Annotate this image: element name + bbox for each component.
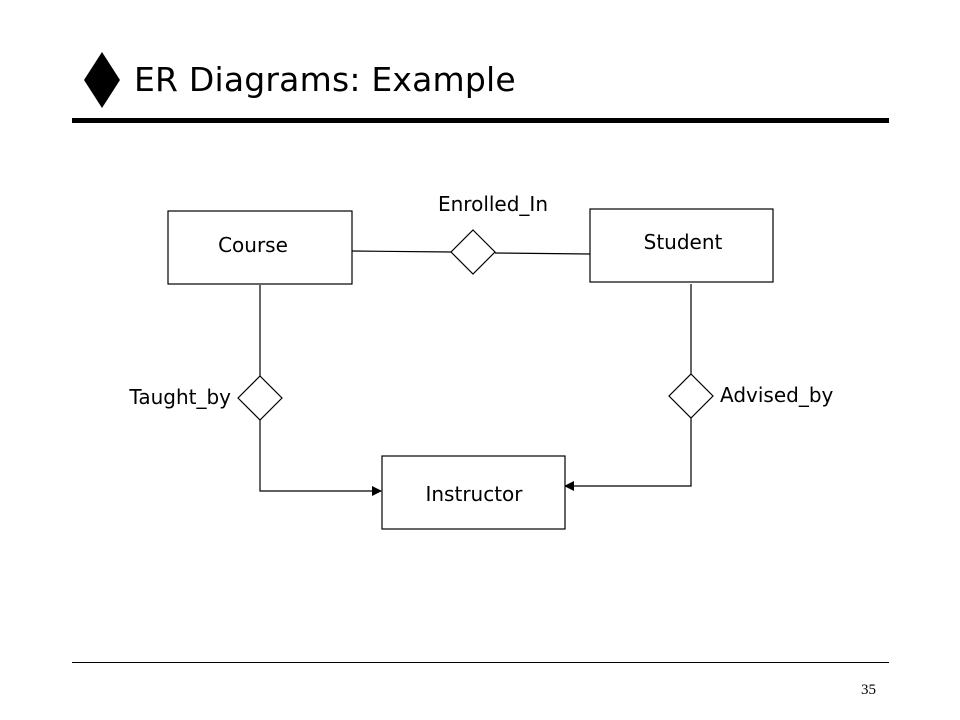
- relationship-advised-by-label: Advised_by: [720, 383, 834, 407]
- footer-divider: [72, 662, 889, 663]
- taught-instructor-arrow: [259, 420, 382, 496]
- advised-instructor-arrow: [564, 418, 692, 491]
- enrolled-student-connector: [494, 252, 591, 255]
- relationship-taught-by: Taught_by: [128, 375, 283, 421]
- relationship-enrolled-in-label: Enrolled_In: [438, 192, 548, 216]
- entity-instructor: Instructor: [381, 455, 566, 530]
- entity-instructor-label: Instructor: [425, 482, 523, 506]
- diamond-bullet-icon: [84, 52, 120, 108]
- title-divider: [72, 118, 889, 123]
- course-enrolled-connector: [351, 250, 453, 253]
- entity-student: Student: [589, 208, 774, 283]
- relationship-taught-by-label: Taught_by: [128, 385, 231, 409]
- entity-course-label: Course: [218, 233, 288, 257]
- slide-title: ER Diagrams: Example: [134, 60, 516, 99]
- entity-course: Course: [167, 210, 353, 285]
- entity-student-label: Student: [644, 230, 723, 254]
- relationship-advised-by: Advised_by: [668, 373, 834, 419]
- relationship-enrolled-in: Enrolled_In: [438, 192, 548, 275]
- page-number: 35: [861, 682, 876, 698]
